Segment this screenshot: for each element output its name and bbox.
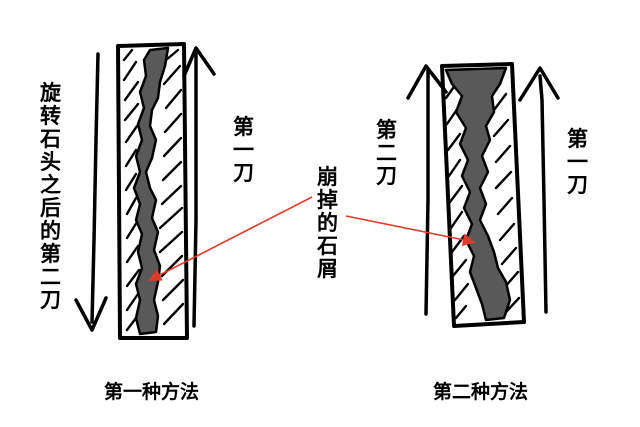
left-first-cut-label: 第一刀 — [233, 116, 254, 185]
vertical-char: 刀 — [376, 164, 397, 188]
vertical-char: 屑 — [317, 257, 338, 281]
vertical-char: 的 — [317, 211, 338, 235]
left-down-arrow — [90, 52, 100, 324]
vertical-char: 头 — [40, 150, 61, 174]
vertical-char: 转 — [40, 104, 61, 128]
left-down-arrowhead — [74, 296, 108, 332]
left-up-arrowhead — [182, 46, 216, 78]
vertical-char: 刀 — [233, 161, 254, 185]
vertical-char: 第 — [40, 242, 61, 266]
right-right-up-arrowhead — [518, 66, 560, 102]
vertical-char: 刀 — [567, 173, 588, 197]
vertical-char: 第 — [233, 115, 254, 139]
left-stone-figure — [74, 42, 216, 340]
vertical-char: 石 — [317, 234, 338, 258]
left-up-arrow — [192, 52, 198, 328]
vertical-char: 第 — [567, 127, 588, 151]
vertical-char: 后 — [40, 196, 61, 220]
vertical-char: 一 — [233, 138, 254, 162]
caption-method-one: 第一种方法 — [104, 381, 200, 403]
caption-method-two: 第二种方法 — [433, 381, 529, 403]
right-right-up-arrow — [538, 74, 548, 314]
vertical-char: 掉 — [317, 188, 338, 212]
left-chipped-region — [132, 46, 170, 336]
vertical-char: 崩 — [317, 165, 338, 189]
vertical-char: 刀 — [40, 288, 61, 312]
right-second-cut-label: 第二刀 — [376, 119, 397, 188]
vertical-char: 的 — [40, 219, 61, 243]
right-left-up-arrow — [424, 68, 430, 316]
right-left-up-arrowhead — [406, 64, 448, 100]
right-stone-figure — [406, 62, 560, 328]
vertical-char: 旋 — [40, 81, 61, 105]
debris-label: 崩掉的石屑 — [317, 166, 338, 281]
vertical-char: 二 — [376, 141, 397, 165]
left-stone-hatching — [122, 48, 185, 332]
vertical-char: 第 — [376, 118, 397, 142]
pointer-to-left-chip — [148, 196, 313, 281]
vertical-char: 二 — [40, 265, 61, 289]
right-chipped-region — [444, 66, 512, 322]
right-first-cut-label: 第一刀 — [567, 128, 588, 197]
annotation-pointers — [148, 196, 476, 281]
vertical-char: 一 — [567, 150, 588, 174]
pointer-to-right-chip — [345, 215, 476, 247]
vertical-char: 之 — [40, 173, 61, 197]
right-stone-hatching — [444, 82, 521, 320]
left-rotation-label: 旋转石头之后的第二刀 — [40, 82, 61, 312]
vertical-char: 石 — [40, 127, 61, 151]
